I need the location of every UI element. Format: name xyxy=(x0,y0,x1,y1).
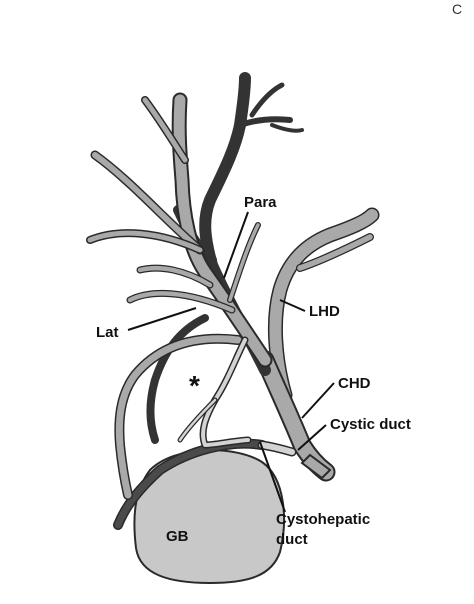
label-lat: Lat xyxy=(96,324,119,341)
cystic-duct xyxy=(257,440,332,480)
left-hepatic-duct xyxy=(267,207,380,403)
leader-cystohepatic xyxy=(259,441,286,513)
leader-lhd xyxy=(279,299,306,312)
label-cystohepatic-line2: duct xyxy=(276,531,308,548)
light-branches xyxy=(86,92,273,500)
leader-lat xyxy=(127,307,197,331)
leader-cystic xyxy=(297,424,327,451)
gallbladder-shape xyxy=(133,449,285,585)
label-para: Para xyxy=(244,194,277,211)
label-cystic-duct: Cystic duct xyxy=(330,416,411,433)
label-cystohepatic-line1: Cystohepatic xyxy=(276,511,370,528)
leader-lines xyxy=(127,211,335,513)
label-lhd: LHD xyxy=(309,303,340,320)
common-hepatic-duct xyxy=(255,350,336,482)
leader-chd xyxy=(301,382,335,419)
panel-letter: C xyxy=(452,1,462,17)
asterisk-marker: * xyxy=(189,370,200,401)
label-chd: CHD xyxy=(338,375,371,392)
cystohepatic-duct xyxy=(177,336,252,449)
leader-para xyxy=(223,211,249,279)
label-gb: GB xyxy=(166,528,189,545)
